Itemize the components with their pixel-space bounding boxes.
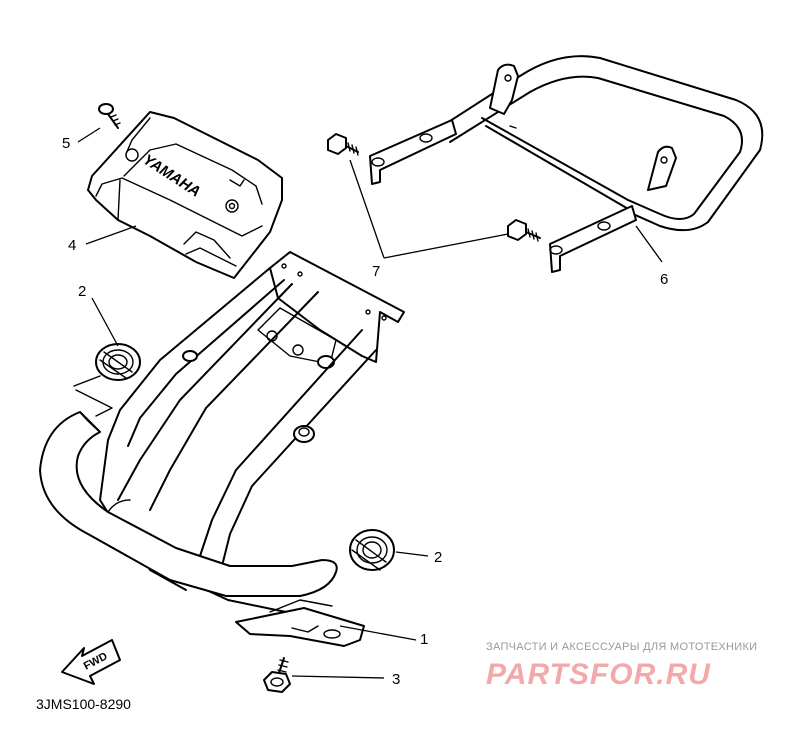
callout-2-right: 2 bbox=[434, 549, 442, 566]
bumper-guard-part-1 bbox=[39, 251, 405, 647]
grommet-part-2-left bbox=[95, 343, 141, 381]
callout-3: 3 bbox=[392, 671, 400, 688]
callout-5: 5 bbox=[62, 135, 70, 152]
callout-numbers: 5 4 2 2 1 3 6 7 bbox=[62, 135, 668, 688]
callout-2-left: 2 bbox=[78, 283, 86, 300]
callout-6: 6 bbox=[660, 271, 668, 288]
screw-part-5 bbox=[98, 103, 121, 129]
watermark: ЗАПЧАСТИ И АКСЕССУАРЫ ДЛЯ МОТОТЕХНИКИ PA… bbox=[486, 641, 757, 691]
callout-1: 1 bbox=[420, 631, 428, 648]
bolt-part-3 bbox=[263, 657, 291, 693]
callout-4: 4 bbox=[68, 237, 76, 254]
watermark-tagline: ЗАПЧАСТИ И АКСЕССУАРЫ ДЛЯ МОТОТЕХНИКИ bbox=[486, 641, 757, 653]
callout-7: 7 bbox=[372, 263, 380, 280]
grommet-part-2-right bbox=[349, 529, 395, 571]
bolt-part-7-lower bbox=[507, 219, 541, 242]
fwd-arrow-icon: FWD bbox=[61, 639, 121, 685]
watermark-logo: PARTSFOR.RU bbox=[486, 658, 711, 691]
diagram-code: 3JMS100-8290 bbox=[36, 696, 131, 712]
leader-lines bbox=[77, 127, 663, 679]
carrier-frame-part-6 bbox=[369, 55, 764, 273]
cover-part-4: YAMAHA bbox=[87, 111, 283, 279]
bolt-part-7-upper bbox=[327, 133, 359, 156]
